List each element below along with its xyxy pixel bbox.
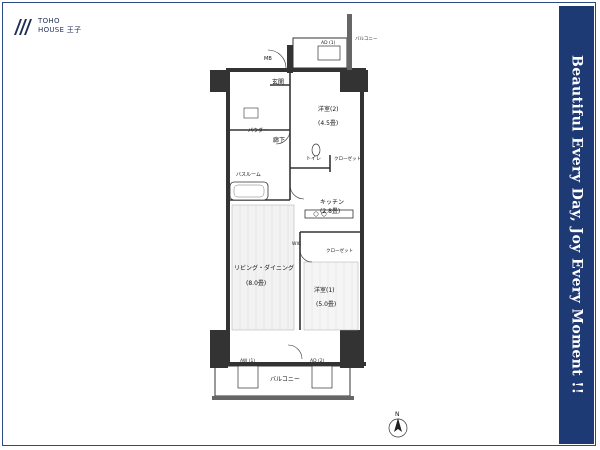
interior-walls: [230, 72, 360, 330]
bottom-balcony-label: バルコニー: [270, 376, 300, 383]
logo-line2: HOUSE 王子: [38, 26, 82, 34]
western2-label: 洋室(2): [318, 105, 339, 113]
mb-label: MB: [264, 56, 272, 62]
western2-size: (4.5畳): [318, 120, 338, 127]
bathroom-label: バスルーム: [236, 172, 261, 178]
top-ac-label: AD (1): [321, 40, 336, 46]
ldk-label: リビング・ダイニング: [234, 264, 294, 272]
bottom-balcony: バルコニー AW (1) AD (2): [212, 358, 354, 400]
entrance-label: 玄関: [272, 78, 284, 86]
slogan: Beautiful Every Day, Joy Every Moment !!: [559, 6, 594, 444]
western1-size: (5.0畳): [316, 301, 336, 308]
closet-label-upper: クローゼット: [334, 155, 361, 162]
closet-label-lower: クローゼット: [326, 247, 353, 254]
kitchen-label: キッチン: [320, 199, 344, 206]
company-logo: TOHO HOUSE 王子: [12, 12, 81, 40]
powder-label: パウダー: [248, 127, 268, 134]
washbasin: [243, 107, 259, 119]
bathtub: [229, 181, 269, 201]
slogan-text: Beautiful Every Day, Joy Every Moment !!: [568, 55, 585, 395]
top-balcony-label: バルコニー: [355, 36, 378, 42]
western1-floor: [303, 261, 359, 331]
compass-icon: N: [388, 411, 408, 438]
hallway-label: 廊下: [273, 136, 285, 144]
top-balcony: バルコニー AD (1): [292, 14, 378, 70]
outer-walls: [210, 45, 368, 368]
stove-burner-icon: [313, 211, 319, 217]
brand-sidebar: [559, 6, 594, 444]
kitchen-counter: [304, 209, 354, 219]
toilet-label: トイレ: [306, 156, 321, 162]
stove-burner-icon: [321, 211, 327, 217]
kitchen-size: (2.8畳): [320, 208, 340, 215]
western1-label: 洋室(1): [314, 286, 335, 294]
wic-label: WIC: [292, 241, 301, 247]
left-ac-label: AW (1): [240, 358, 255, 364]
toilet-fixture: [311, 143, 321, 157]
ldk-floor: [231, 204, 295, 331]
door-swings: [267, 49, 313, 360]
ldk-size: (8.0畳): [246, 280, 266, 287]
compass-label: N: [395, 411, 400, 418]
right-ac-label: AD (2): [310, 358, 325, 364]
logo-icon: [14, 19, 32, 35]
logo-line1: TOHO: [38, 17, 60, 25]
page-frame: [2, 2, 596, 446]
